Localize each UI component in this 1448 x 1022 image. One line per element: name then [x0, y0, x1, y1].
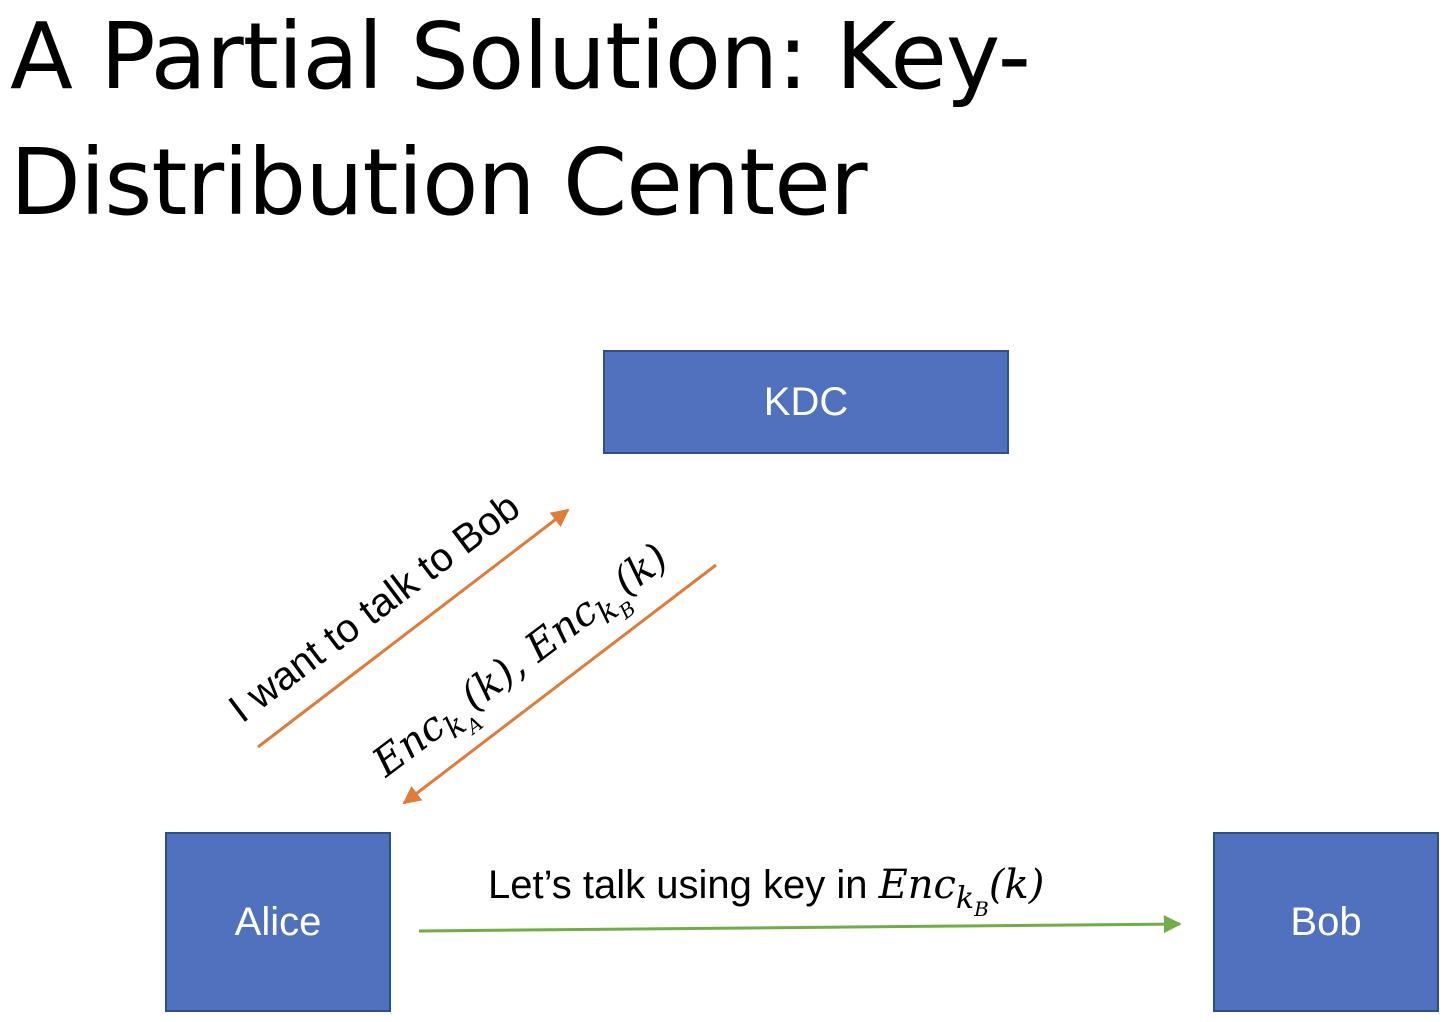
slide-title: A Partial Solution: Key- Distribution Ce… — [10, 0, 1410, 246]
talk-arg: k — [1004, 862, 1028, 908]
talk-k: k — [956, 881, 974, 916]
talk-arrow — [418, 915, 1182, 934]
alice-label: Alice — [234, 899, 322, 944]
alice-node: Alice — [165, 832, 391, 1012]
slide-title-line-1: A Partial Solution: Key- — [10, 3, 1031, 110]
talk-text: Let’s talk using key in — [488, 863, 879, 907]
talk-label: Let’s talk using key in EnckB(k) — [488, 862, 1044, 921]
talk-enc: Enc — [878, 862, 956, 908]
response-arrow — [402, 563, 717, 805]
slide-title-line-2: Distribution Center — [10, 129, 868, 236]
bob-node: Bob — [1213, 832, 1439, 1012]
kdc-node: KDC — [603, 350, 1009, 454]
talk-close: ) — [1028, 862, 1045, 908]
talk-open: ( — [989, 862, 1006, 908]
request-arrow — [257, 508, 570, 749]
talk-sub-b: B — [973, 897, 989, 921]
kdc-label: KDC — [763, 379, 849, 424]
bob-label: Bob — [1290, 899, 1362, 944]
